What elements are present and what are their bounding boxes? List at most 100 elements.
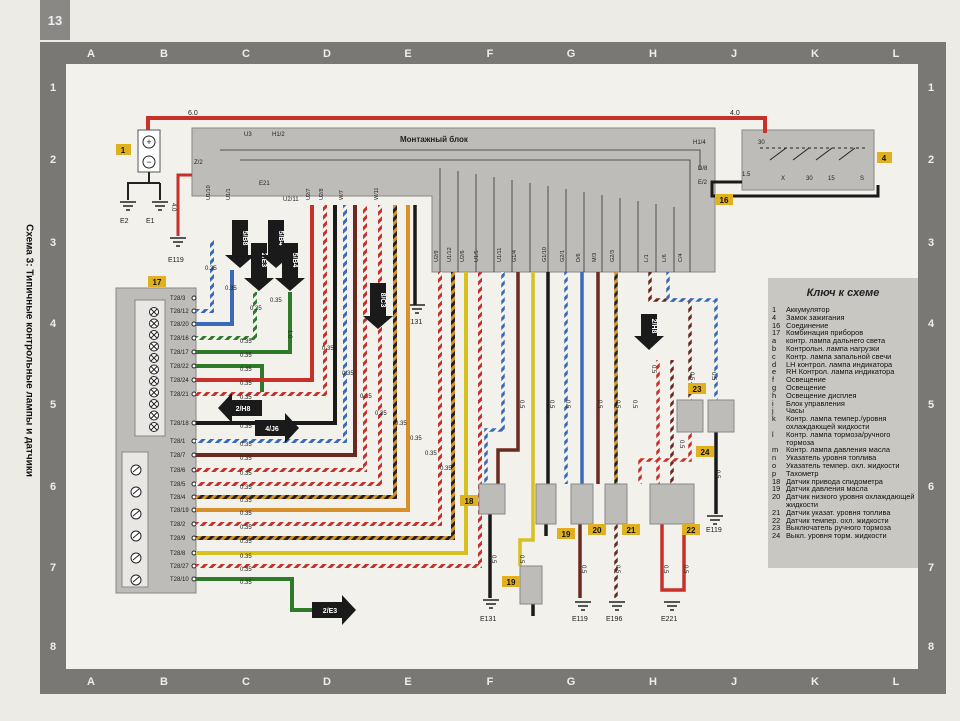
tag-c18: 18 bbox=[460, 495, 478, 506]
row-label-2: 2 bbox=[50, 154, 56, 166]
harness-wire bbox=[196, 272, 442, 526]
row-label-8: 8 bbox=[50, 641, 56, 653]
wire-size-4a: 4.0 bbox=[730, 110, 740, 117]
svg-text:22: 22 bbox=[687, 526, 696, 535]
wire-size-label: 0.35 bbox=[240, 442, 252, 448]
wire-size-label: 0.35 bbox=[240, 580, 252, 586]
ref-8c3-arrow[interactable]: 8/C3 bbox=[363, 283, 393, 329]
legend-title: Ключ к схеме bbox=[806, 287, 880, 299]
legend-key: 24 bbox=[772, 531, 781, 541]
ground-e221-label: E221 bbox=[661, 616, 677, 623]
terminal-label-g10: G1/10 bbox=[542, 247, 548, 262]
warning-lamp-icon bbox=[149, 387, 159, 398]
speedo-sensor bbox=[478, 483, 506, 515]
wire-size-label: 0.35 bbox=[395, 421, 407, 427]
row-label-7-right: 7 bbox=[928, 562, 934, 574]
legend-text: Датчик низкого уровня охлаждающей жидкос… bbox=[786, 492, 915, 509]
ground-e131-label: E131 bbox=[406, 319, 422, 326]
cluster-terminal-label: T28/2 bbox=[170, 522, 186, 528]
gauge-icon bbox=[130, 464, 142, 476]
svg-text:2/E3: 2/E3 bbox=[323, 608, 338, 615]
wire-size-label: 0.5 bbox=[710, 372, 716, 381]
cluster-terminal-label: T28/22 bbox=[170, 364, 189, 370]
wire-size-label: 0.5 bbox=[682, 565, 688, 574]
terminal-label-u112: U1/12 bbox=[447, 247, 453, 262]
terminal-label-g14: G1/4 bbox=[512, 250, 518, 262]
legend-text: Блок управления bbox=[786, 398, 845, 408]
col-label-b: B bbox=[160, 48, 168, 60]
wire-size-label: 0.5 bbox=[714, 470, 720, 479]
terminal-label-w11: W/11 bbox=[374, 188, 380, 200]
ref-2e3-arrow-b[interactable]: 2/E3 bbox=[312, 595, 356, 625]
warning-lamp-icon bbox=[149, 353, 159, 363]
page-number: 13 bbox=[48, 13, 62, 28]
legend-text: Контр. лампа давления масла bbox=[786, 445, 890, 455]
col-label-h: H bbox=[649, 48, 657, 60]
legend-text: Освещение bbox=[786, 382, 826, 392]
tag-c4: 4 bbox=[877, 152, 892, 163]
cluster-terminal-pin bbox=[191, 535, 197, 541]
warning-lamp-icon bbox=[149, 341, 159, 352]
cluster-terminal-label: T28/27 bbox=[170, 564, 189, 570]
wire-battery-ground bbox=[127, 172, 161, 200]
ref-5b4-arrow-b[interactable]: 5/B4 bbox=[275, 243, 305, 291]
wire-size-label: 0.5 bbox=[518, 555, 524, 564]
wire-size-label: 0.35 bbox=[250, 306, 262, 312]
ground-e119c-label: E119 bbox=[706, 527, 722, 534]
svg-text:2/H8: 2/H8 bbox=[650, 319, 657, 334]
col-label-e: E bbox=[404, 48, 411, 60]
legend-text: Выключатель ручного тормоза bbox=[786, 523, 892, 533]
harness-wire bbox=[196, 205, 314, 382]
ground-e119b-label: E119 bbox=[572, 616, 588, 623]
row-label-5-right: 5 bbox=[928, 399, 934, 411]
svg-text:4: 4 bbox=[882, 154, 887, 163]
oil-pressure-sensor-b bbox=[519, 565, 543, 605]
legend-key: a bbox=[772, 336, 777, 346]
cluster-terminal-pin bbox=[191, 295, 197, 301]
warning-lamp-icon bbox=[149, 318, 159, 329]
svg-text:19: 19 bbox=[507, 578, 516, 587]
coolant-level-sensor bbox=[570, 483, 594, 525]
wire-size-label: 0.5 bbox=[490, 555, 496, 564]
sensor-wire bbox=[496, 272, 520, 484]
ref-4j6-arrow[interactable]: 4/J6 bbox=[255, 413, 299, 443]
terminal-label-g21: G2/1 bbox=[560, 250, 566, 262]
term-z2: Z/2 bbox=[194, 160, 203, 166]
switch-terminal-30b: 30 bbox=[806, 176, 813, 182]
wire-size-label: 0.35 bbox=[240, 525, 252, 531]
svg-text:8/C3: 8/C3 bbox=[379, 293, 386, 308]
term-e2: E/2 bbox=[698, 180, 708, 186]
brake-fluid-switch bbox=[707, 399, 735, 433]
cluster-terminal-pin bbox=[191, 452, 197, 458]
cluster-terminal-pin bbox=[191, 308, 197, 314]
legend-text: Освещение bbox=[786, 375, 826, 385]
legend-text: Соединение bbox=[786, 320, 829, 330]
col-label-e-bottom: E bbox=[404, 676, 411, 688]
ref-5b8-arrow[interactable]: 5/B8 bbox=[225, 220, 255, 268]
term-e21: E21 bbox=[259, 181, 270, 187]
harness-wire bbox=[196, 577, 312, 612]
ref-2h8-arrow-b[interactable]: 2/H8 bbox=[634, 314, 664, 350]
terminal-label-u29: U2/9 bbox=[434, 250, 440, 262]
coolant-temp-sensor bbox=[649, 483, 695, 525]
legend-key: 20 bbox=[772, 492, 781, 502]
ground-e196-icon bbox=[609, 601, 625, 611]
wire-size-label: 0.35 bbox=[240, 485, 252, 491]
ref-2h8-arrow-a[interactable]: 2/H8 bbox=[218, 393, 262, 423]
ground-e119-icon bbox=[170, 237, 186, 247]
warning-lamp-icon bbox=[149, 330, 159, 340]
mounting-block-label: Монтажный блок bbox=[400, 135, 469, 144]
wire-ignition bbox=[710, 180, 880, 198]
row-label-3: 3 bbox=[50, 237, 56, 249]
